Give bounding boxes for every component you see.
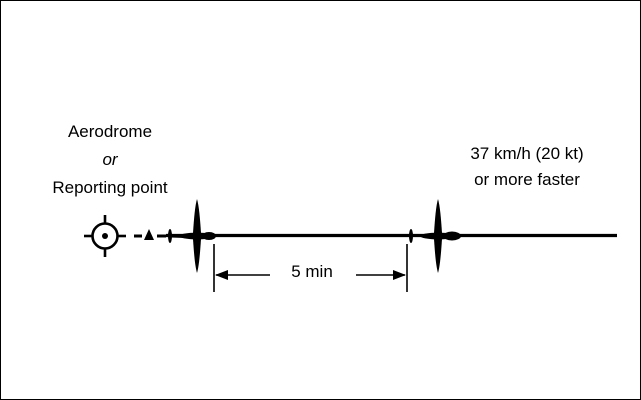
- reporting-point-label-or: or: [102, 150, 118, 169]
- reporting-point-label-line1: Aerodrome: [67, 122, 153, 141]
- interval-label: 5 min: [291, 262, 333, 281]
- aircraft-following-icon: [409, 199, 461, 273]
- track-lead-in: [134, 229, 166, 240]
- speed-note-line2: or more faster: [474, 170, 580, 189]
- aircraft-leading-icon: [168, 199, 216, 273]
- reporting-point-label-line3: Reporting point: [52, 178, 168, 197]
- speed-note-line1: 37 km/h (20 kt): [470, 144, 584, 163]
- waypoint-icon: [84, 215, 126, 257]
- interval-dimension: [213, 244, 408, 292]
